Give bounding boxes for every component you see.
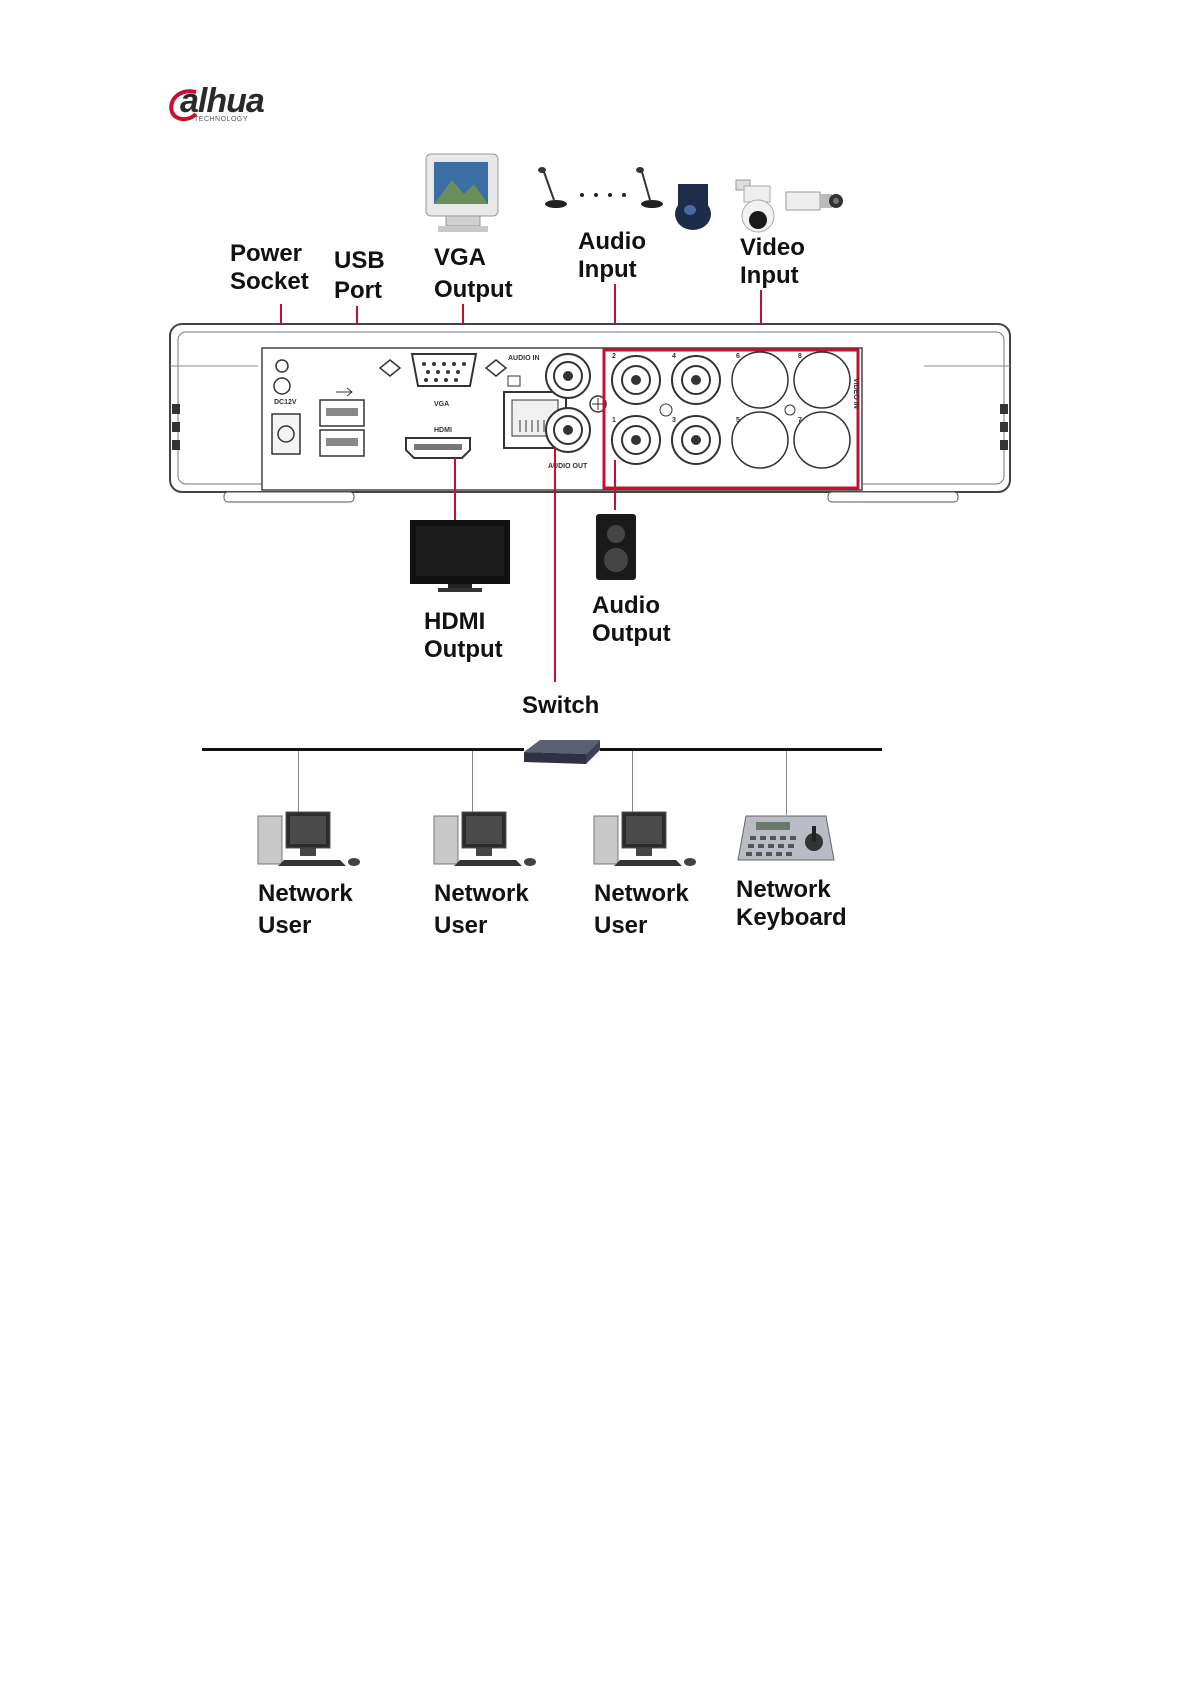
video-in-panel-text: VIDEO IN: [852, 378, 859, 409]
network-switch-icon: [520, 734, 604, 768]
svg-text:3: 3: [672, 417, 676, 424]
svg-text:4: 4: [672, 353, 676, 360]
hdmi-tv-icon: [408, 518, 512, 594]
audio-in-panel-text: AUDIO IN: [508, 355, 540, 362]
network-keyboard-icon: [736, 812, 836, 864]
drop-line-user-3: [632, 751, 633, 815]
logo-subtitle: TECHNOLOGY: [194, 116, 248, 123]
box-camera-icon: [784, 186, 844, 214]
switch-callout: [554, 448, 556, 682]
speaker-icon: [594, 512, 638, 582]
svg-text:8: 8: [798, 353, 802, 360]
network-bus-right: [600, 748, 882, 751]
dome-camera-icon: [672, 182, 714, 234]
network-pc-icon-1: [256, 808, 364, 868]
drop-line-keyboard: [786, 751, 787, 815]
drop-line-user-1: [298, 751, 299, 815]
vga-monitor-icon: [420, 150, 510, 235]
svg-text:6: 6: [736, 353, 740, 360]
svg-text:2: 2: [612, 353, 616, 360]
svg-text:7: 7: [798, 417, 802, 424]
ptz-camera-icon: [730, 178, 780, 236]
drop-line-user-2: [472, 751, 473, 815]
network-pc-icon-3: [592, 808, 700, 868]
vga-panel-text: VGA: [434, 401, 449, 408]
svg-text:1: 1: [612, 417, 616, 424]
dvr-rear-panel: DC12V VGA HDMI AUDIO IN AUDIO OUT: [168, 318, 1014, 504]
dahua-logo: alhua TECHNOLOGY: [166, 86, 296, 126]
audio-output-callout: [614, 460, 616, 510]
hdmi-output-callout: [454, 458, 456, 522]
power-panel-text: DC12V: [274, 399, 297, 406]
network-bus-left: [202, 748, 524, 751]
svg-text:5: 5: [736, 417, 740, 424]
microphones-icon: [530, 162, 670, 212]
hdmi-panel-text: HDMI: [434, 427, 452, 434]
network-pc-icon-2: [432, 808, 540, 868]
switch-label: Switch: [522, 692, 599, 720]
